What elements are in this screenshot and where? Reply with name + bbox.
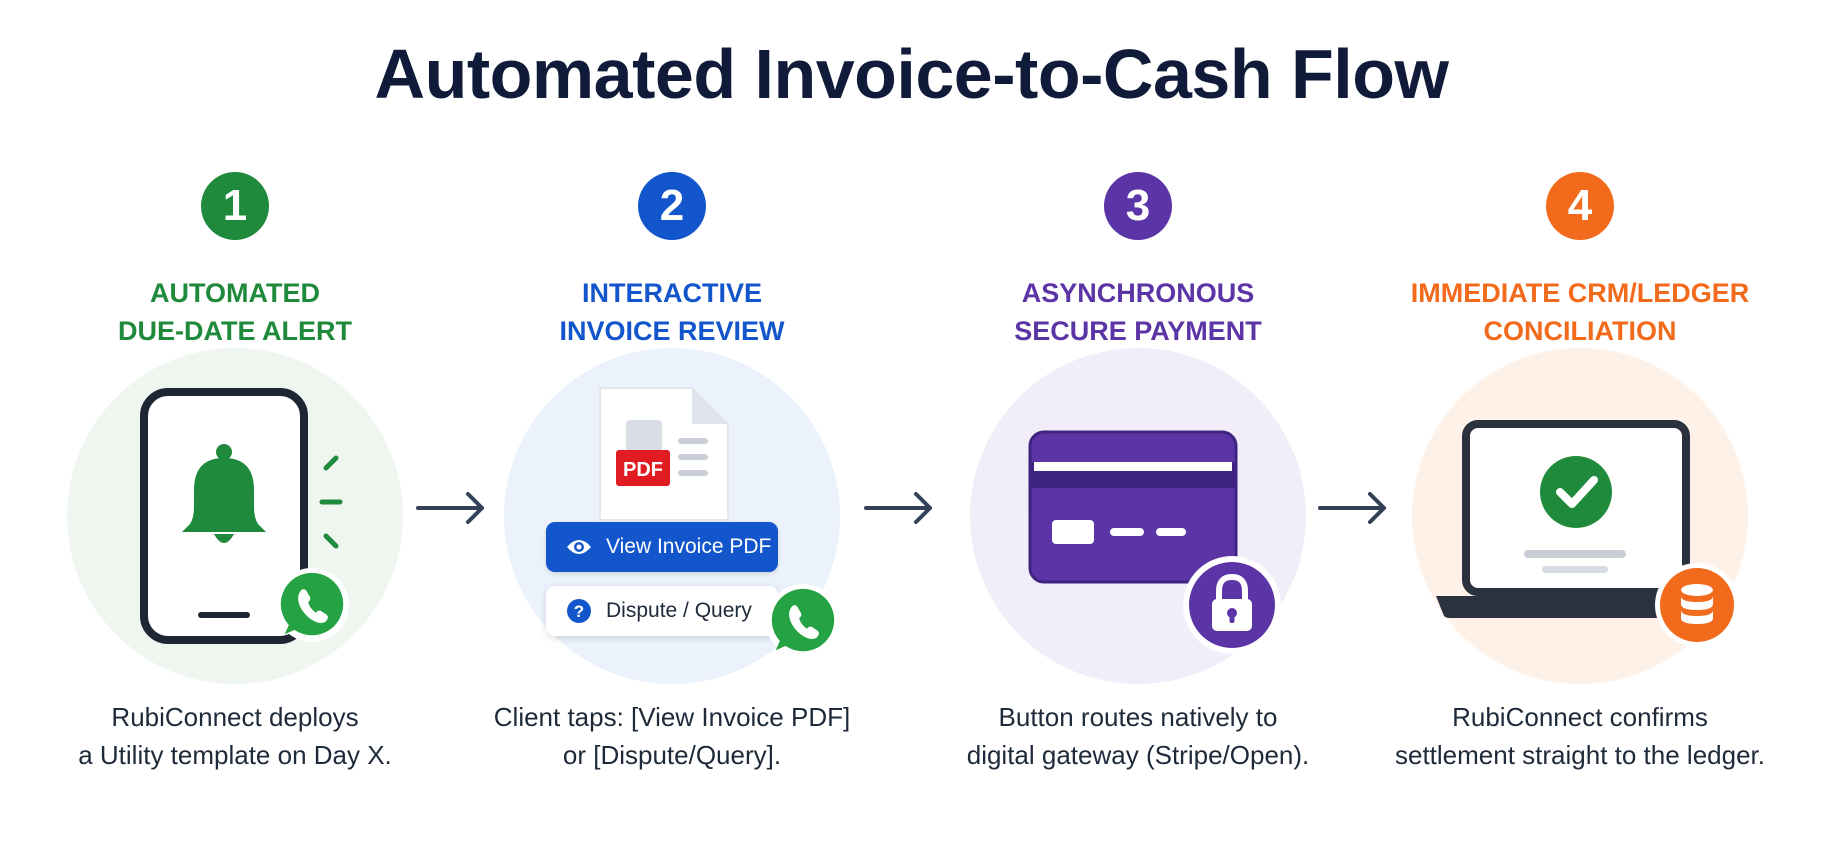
step-4-heading-line-1: IMMEDIATE CRM/LEDGER: [1410, 278, 1750, 308]
step-1-caption-line-2: a Utility template on Day X.: [78, 740, 392, 770]
step-4-caption-line-1: RubiConnect confirms: [1452, 702, 1708, 732]
check-circle-icon: [1540, 456, 1612, 528]
credit-card-icon: [1028, 430, 1238, 584]
step-3-caption-line-2: digital gateway (Stripe/Open).: [966, 740, 1310, 770]
view-invoice-pdf-label: View Invoice PDF: [606, 535, 772, 558]
pdf-label: PDF: [623, 459, 663, 481]
step-2-heading: INTERACTIVE INVOICE REVIEW: [462, 274, 882, 350]
step-4-caption-line-2: settlement straight to the ledger.: [1395, 740, 1765, 770]
arrow-right-icon: [1318, 492, 1386, 524]
step-3-caption-line-1: Button routes natively to: [998, 702, 1278, 732]
step-1: 1 AUTOMATED DUE-DATE ALERT RubiConnect d…: [25, 168, 445, 770]
whatsapp-icon: [274, 567, 350, 643]
step-3-caption: Button routes natively to digital gatewa…: [928, 698, 1348, 774]
page-title: Automated Invoice-to-Cash Flow: [374, 35, 1449, 113]
step-2-heading-line-1: INTERACTIVE: [581, 278, 762, 308]
whatsapp-icon: [765, 583, 841, 659]
step-2-caption-line-2: or [Dispute/Query].: [562, 740, 782, 770]
step-4: 4 IMMEDIATE CRM/LEDGER CONCILIATION Rubi…: [1370, 168, 1790, 770]
step-4-caption: RubiConnect confirms settlement straight…: [1370, 698, 1790, 774]
step-2-heading-line-2: INVOICE REVIEW: [559, 316, 785, 346]
arrow-right-icon: [416, 492, 484, 524]
step-3-heading-line-2: SECURE PAYMENT: [1014, 316, 1262, 346]
step-3: 3 ASYNCHRONOUS SECURE PAYMENT Button rou…: [928, 168, 1348, 770]
dispute-query-button[interactable]: ? Dispute / Query: [546, 586, 778, 636]
step-1-number-badge: 1: [201, 172, 269, 240]
step-4-number-badge: 4: [1546, 172, 1614, 240]
step-2-caption-line-1: Client taps: [View Invoice PDF]: [493, 702, 851, 732]
step-4-heading: IMMEDIATE CRM/LEDGER CONCILIATION: [1370, 274, 1790, 350]
step-2-caption: Client taps: [View Invoice PDF] or [Disp…: [462, 698, 882, 774]
step-1-heading-line-2: DUE-DATE ALERT: [118, 316, 352, 346]
eye-icon: [564, 532, 594, 562]
laptop-icon: [1436, 420, 1716, 618]
bell-icon: [182, 444, 266, 543]
svg-text:?: ?: [574, 602, 584, 621]
view-invoice-pdf-button[interactable]: View Invoice PDF: [546, 522, 778, 572]
arrow-right-icon: [864, 492, 932, 524]
step-3-number-badge: 3: [1104, 172, 1172, 240]
dispute-query-label: Dispute / Query: [606, 599, 752, 622]
database-icon: [1655, 563, 1739, 647]
step-1-caption-line-1: RubiConnect deploys: [111, 702, 359, 732]
smartphone-icon: [140, 388, 343, 644]
step-2: 2 INTERACTIVE INVOICE REVIEW Client taps…: [462, 168, 882, 770]
padlock-icon: [1183, 556, 1281, 654]
question-icon: ?: [564, 596, 594, 626]
step-1-heading: AUTOMATED DUE-DATE ALERT: [25, 274, 445, 350]
step-3-heading-line-1: ASYNCHRONOUS: [1021, 278, 1255, 308]
step-1-heading-line-1: AUTOMATED: [150, 278, 320, 308]
step-3-heading: ASYNCHRONOUS SECURE PAYMENT: [928, 274, 1348, 350]
step-2-number-badge: 2: [638, 172, 706, 240]
step-1-caption: RubiConnect deploys a Utility template o…: [25, 698, 445, 774]
step-4-heading-line-2: CONCILIATION: [1483, 316, 1677, 346]
pdf-document-icon: PDF: [599, 387, 729, 521]
